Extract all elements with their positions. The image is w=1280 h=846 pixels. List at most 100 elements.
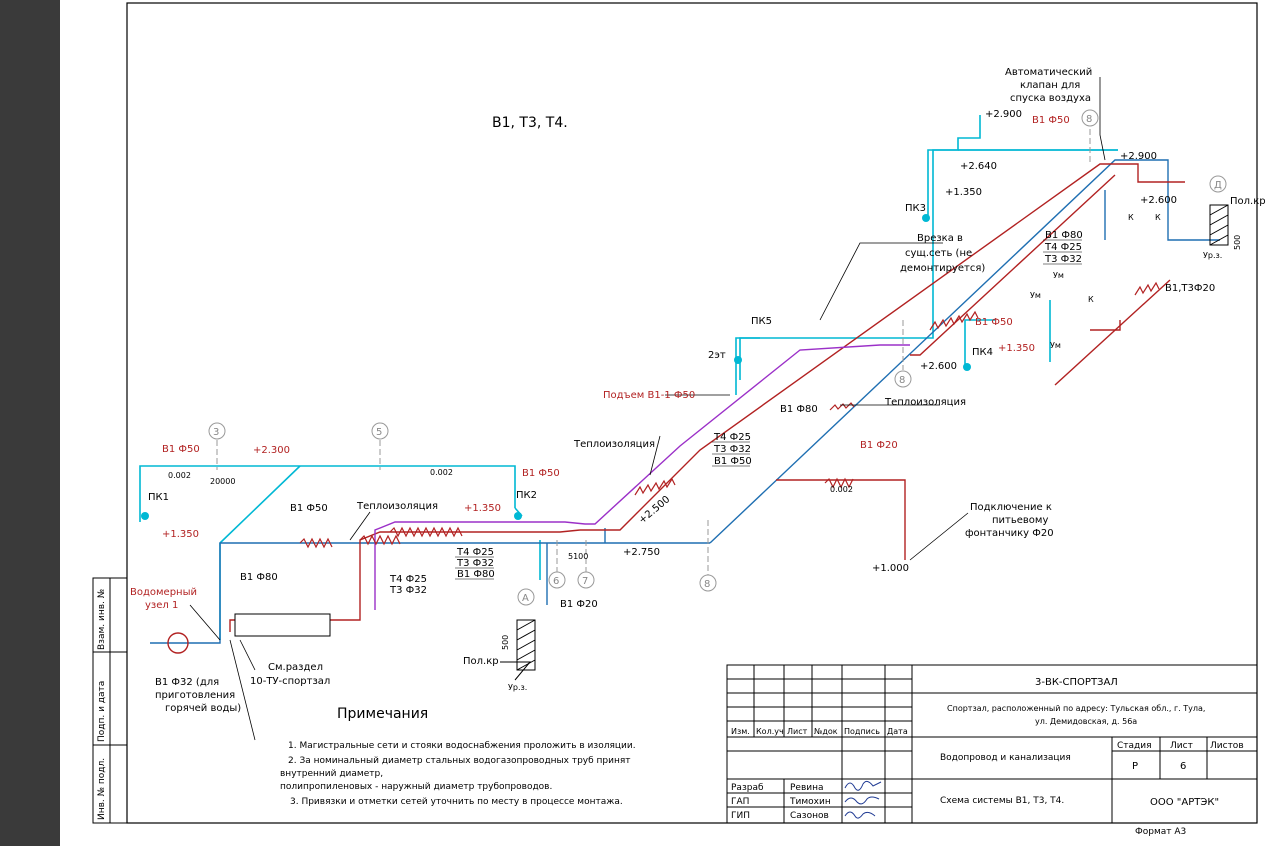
label-v1-50-c: В1 Ф50 <box>1032 115 1070 126</box>
axis-8a: 8 <box>704 579 710 590</box>
pk2-symbol <box>514 512 522 520</box>
name-sazonov: Сазонов <box>790 811 829 821</box>
note-3: 3. Привязки и отметки сетей уточнить по … <box>290 797 623 807</box>
v1t3-label: В1,Т3Ф20 <box>1165 283 1215 294</box>
auto-valve-label-3: спуска воздуха <box>1010 93 1091 104</box>
scheme-title: В1, Т3, Т4. <box>492 115 568 131</box>
elev-2300: +2.300 <box>253 445 290 456</box>
dim-20000: 20000 <box>210 477 235 486</box>
elev-1350-a: +1.350 <box>945 187 982 198</box>
name-revina: Ревина <box>790 783 824 793</box>
pk5-symbol <box>734 356 742 364</box>
hdr-podpis: Подпись <box>844 727 880 736</box>
label-v1-50-b: В1 Ф50 <box>522 468 560 479</box>
insulation-label-1: Теплоизоляция <box>356 501 438 512</box>
elev-2600-a: +2.600 <box>1140 195 1177 206</box>
note-1: 1. Магистральные сети и стояки водоснабж… <box>288 741 636 751</box>
floor2-label: 2эт <box>708 350 726 361</box>
elev-1350-d: +1.350 <box>464 503 501 514</box>
floor-section-a <box>500 619 536 681</box>
label-v1-80-b: В1 Ф80 <box>780 404 818 415</box>
ur-z-label-d: Ур.з. <box>1203 251 1222 260</box>
label-pk3: ПК3 <box>905 203 926 214</box>
fountain-label-2: питьевому <box>992 515 1048 526</box>
company-name: ООО "АРТЭК" <box>1150 797 1219 808</box>
doc-code: 3-ВК-СПОРТЗАЛ <box>1035 677 1118 688</box>
axis-6: 6 <box>553 576 559 587</box>
auto-valve-label-1: Автоматический <box>1005 67 1092 78</box>
axis-bubbles <box>208 109 1227 606</box>
axis-a: А <box>522 593 529 604</box>
sheet-header: Лист <box>1170 741 1193 751</box>
axis-d: Д <box>1214 180 1222 191</box>
scheme-drawing: Взам. инв. № Подп. и дата Инв. № подл. В… <box>92 2 1266 837</box>
water-meter-label-1: Водомерный <box>130 587 197 598</box>
label-pk4: ПК4 <box>972 347 993 358</box>
section-title: Водопровод и канализация <box>940 753 1071 763</box>
pipe-v1-20-fountain <box>776 479 906 560</box>
water-meter-label-2: узел 1 <box>145 600 178 611</box>
hdr-kol: Кол.уч <box>756 727 784 736</box>
insulation-label-3: Теплоизоляция <box>884 397 966 408</box>
label-v1-50-a: В1 Ф50 <box>162 444 200 455</box>
notes-title: Примечания <box>337 706 428 722</box>
side-stamp-replace: Взам. инв. № <box>97 589 107 650</box>
label-k-3: К <box>1088 295 1094 304</box>
drawing-sheet: Взам. инв. № Подп. и дата Инв. № подл. В… <box>60 0 1280 846</box>
elev-2500: +2.500 <box>637 494 672 526</box>
label-t4-25-c: Т4 Ф25 <box>713 432 751 443</box>
pol-kr-label-a: Пол.кр <box>463 656 499 667</box>
hot-water-label-3: горячей воды) <box>165 703 241 714</box>
label-underlines <box>455 239 1082 580</box>
label-k-1: К <box>1128 213 1134 222</box>
pipe-v1-50-risers <box>539 115 1118 580</box>
hdr-izm: Изм. <box>731 727 750 736</box>
insulation-marks <box>299 281 1160 549</box>
water-heater-box <box>234 613 331 637</box>
label-pk5: ПК5 <box>751 316 772 327</box>
label-um-3: Ум <box>1050 341 1061 350</box>
signatures <box>844 780 882 819</box>
name-timokhin: Тимохин <box>789 797 831 807</box>
label-v1-50-f: В1 Ф50 <box>714 456 752 467</box>
label-t3-32-d: Т3 Ф32 <box>1044 254 1082 265</box>
fountain-label-3: фонтанчику Ф20 <box>965 528 1054 539</box>
drawing-frame <box>126 2 1258 824</box>
dim-500-d: 500 <box>1233 235 1242 250</box>
sheet-title: Схема системы В1, Т3, Т4. <box>940 796 1064 806</box>
label-t3-32-c: Т3 Ф32 <box>713 444 751 455</box>
slope-2: 0.002 <box>430 468 453 477</box>
elev-1000: +1.000 <box>872 563 909 574</box>
sheets-header: Листов <box>1210 741 1244 751</box>
water-meter-symbol <box>167 632 189 654</box>
pipe-t4-25 <box>374 344 910 610</box>
floor-section-d <box>1209 204 1229 246</box>
side-stamp-signature: Подп. и дата <box>97 681 107 742</box>
elev-2640: +2.640 <box>960 161 997 172</box>
label-pk1: ПК1 <box>148 492 169 503</box>
label-v1-20-a: В1 Ф20 <box>860 440 898 451</box>
elev-2900-b: +2.900 <box>1120 151 1157 162</box>
label-pk2: ПК2 <box>516 490 537 501</box>
elev-2750: +2.750 <box>623 547 660 558</box>
role-gip: ГИП <box>731 811 750 821</box>
label-t3-32-a: Т3 Ф32 <box>456 558 494 569</box>
fountain-label-1: Подключение к <box>970 502 1052 513</box>
stage-value: Р <box>1132 761 1138 772</box>
dim-5100: 5100 <box>568 552 588 561</box>
elev-1350-b: +1.350 <box>998 343 1035 354</box>
sm-razdel-label-1: См.раздел <box>268 662 323 673</box>
auto-valve-label-2: клапан для <box>1020 80 1080 91</box>
sm-razdel-label-2: 10-ТУ-спортзал <box>250 676 330 687</box>
leader-lines <box>189 77 1106 741</box>
pk4-symbol <box>963 363 971 371</box>
axis-8c: 8 <box>1086 114 1092 125</box>
dim-500-a: 500 <box>501 635 510 650</box>
side-stamp-inventory: Инв. № подл. <box>97 758 107 820</box>
fire-hydrant-symbols <box>141 214 971 520</box>
axis-lines <box>216 120 1091 575</box>
label-um-2: Ум <box>1030 291 1041 300</box>
label-v1-20-b: В1 Ф20 <box>560 599 598 610</box>
note-2: 2. За номинальный диаметр стальных водог… <box>288 756 631 766</box>
hdr-ndok: №док <box>814 727 838 736</box>
